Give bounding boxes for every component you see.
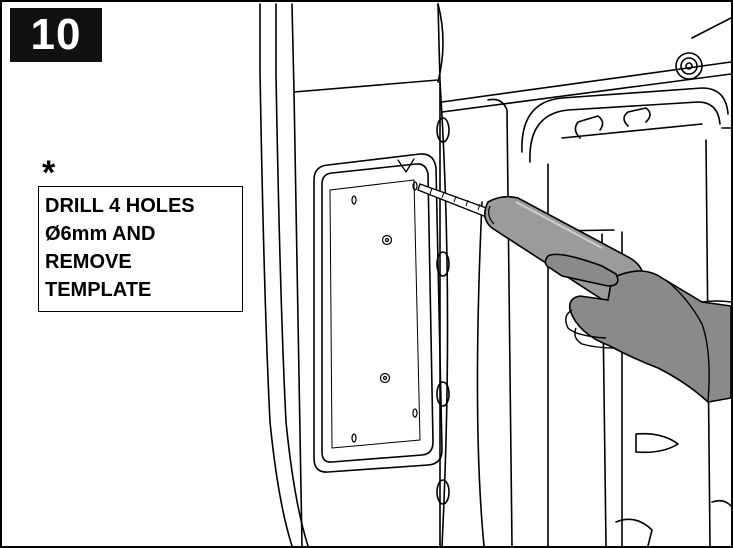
post-bolts [436, 117, 450, 505]
hand [544, 253, 731, 403]
note-line: TEMPLATE [45, 279, 152, 301]
note-line: REMOVE [45, 251, 132, 273]
instruction-note-box: DRILL 4 HOLES Ø6mm AND REMOVE TEMPLATE [38, 186, 243, 312]
step-number-badge: 10 [10, 8, 102, 62]
mounting-template [313, 153, 443, 473]
corner-bolt [675, 52, 703, 80]
note-line: DRILL 4 HOLES [45, 195, 195, 217]
template-holes [351, 181, 418, 443]
note-asterisk: * [42, 154, 56, 192]
frame-post [259, 3, 449, 546]
cabinet-details [615, 17, 731, 546]
note-line: Ø6mm AND [45, 223, 156, 245]
